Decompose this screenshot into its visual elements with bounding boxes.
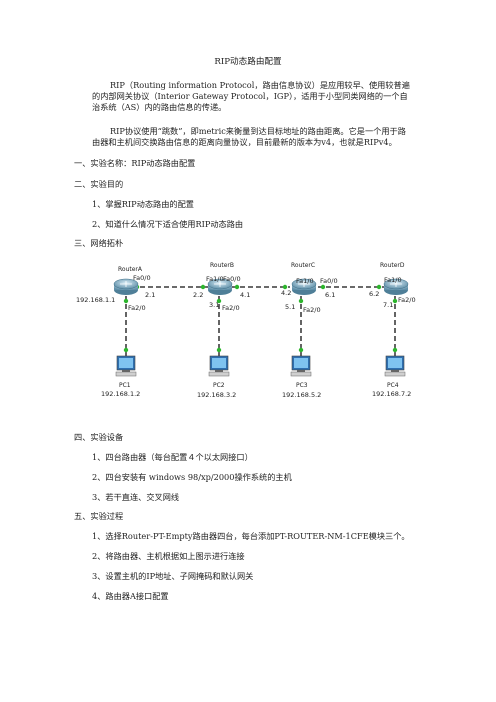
intro-paragraph-1: RIP（Routing information Protocol，路由信息协议）… [92,80,410,112]
pc1-icon[interactable] [115,355,137,377]
link-status-dots [123,284,398,353]
router-c-icon[interactable] [291,278,317,295]
router-b-3-1-label: 3.1 [209,301,219,309]
router-a-label: RouterA [118,266,143,273]
router-b-fa20-label: Fa2/0 [222,304,240,312]
router-d-icon[interactable] [383,278,409,295]
section-4-item-1: 1、四台路由器（每台配置４个以太网接口） [92,452,253,462]
section-5-item-4: 4、路由器A接口配置 [92,591,169,601]
pc2-ip-label: 192.168.3.2 [197,391,236,399]
pc4-label: PC4 [387,382,399,389]
section-4-item-2: 2、四台安装有 windows 98/xp/2000操作系统的主机 [92,472,292,482]
section-4-heading: 四、实验设备 [74,432,124,442]
section-2-item-1: 1、掌握RIP动态路由的配置 [92,199,194,209]
section-5-item-1: 1、选择Router-PT-Empty路由器四台，每台添加PT-ROUTER-N… [92,531,410,541]
section-2-item-2: 2、知道什么情况下适合使用RIP动态路由 [92,219,244,229]
section-5-item-2: 2、将路由器、主机根据如上图示进行连接 [92,551,245,561]
pc1-label: PC1 [119,382,131,389]
router-d-7-1-label: 7.1 [383,301,393,309]
router-c-5-1-label: 5.1 [285,303,295,311]
pc4-icon[interactable] [384,355,406,377]
router-c-fa20-label: Fa2/0 [303,306,321,314]
router-a-ip-label: 192.168.1.1 [76,296,115,304]
pc4-ip-label: 192.168.7.2 [372,390,411,398]
section-2-heading: 二、实验目的 [74,179,124,189]
pc1-ip-label: 192.168.1.2 [101,390,140,398]
section-3-heading: 三、网络拓朴 [74,238,124,248]
router-d-fa10-label: Fa1/0 [384,276,402,284]
router-a-icon[interactable] [113,278,139,295]
router-a-fa00-label: Fa0/0 [133,274,151,282]
router-b-fa00-label: Fa0/0 [223,275,241,283]
router-c-6-1-label: 6.1 [325,291,335,299]
router-c-fa10-label: Fa1/0 [296,277,314,285]
section-4-item-3: 3、若干直连、交叉网线 [92,492,180,502]
router-a-fa20-label: Fa2/0 [128,304,146,312]
section-1-heading: 一、实验名称：RIP动态路由配置 [74,158,196,168]
router-a-2-1-label: 2.1 [145,291,155,299]
router-c-label: RouterC [291,262,315,269]
pc3-icon[interactable] [290,355,312,377]
router-b-2-2-label: 2.2 [193,291,203,299]
router-c-4-2-label: 4.2 [281,289,291,297]
section-5-heading: 五、实验过程 [74,511,124,521]
pc2-icon[interactable] [208,355,230,377]
section-5-item-3: 3、设置主机的IP地址、子网掩码和默认网关 [92,571,254,581]
intro-paragraph-2: RIP协议使用“跳数”，即metric来衡量到达目标地址的路由距离。它是一个用于… [92,126,406,147]
pc3-label: PC3 [296,382,308,389]
router-b-label: RouterB [210,262,234,269]
router-d-fa20-label: Fa2/0 [398,296,416,304]
router-d-6-2-label: 6.2 [369,290,379,298]
router-b-4-1-label: 4.1 [240,291,250,299]
router-c-fa00-label: Fa0/0 [320,277,338,285]
pc2-label: PC2 [213,382,225,389]
document-title: RIP动态路由配置 [214,57,282,67]
router-b-fa10-label: Fa1/0 [206,275,224,283]
router-d-label: RouterD [380,262,405,269]
router-b-icon[interactable] [207,278,233,295]
pc3-ip-label: 192.168.5.2 [282,391,321,399]
